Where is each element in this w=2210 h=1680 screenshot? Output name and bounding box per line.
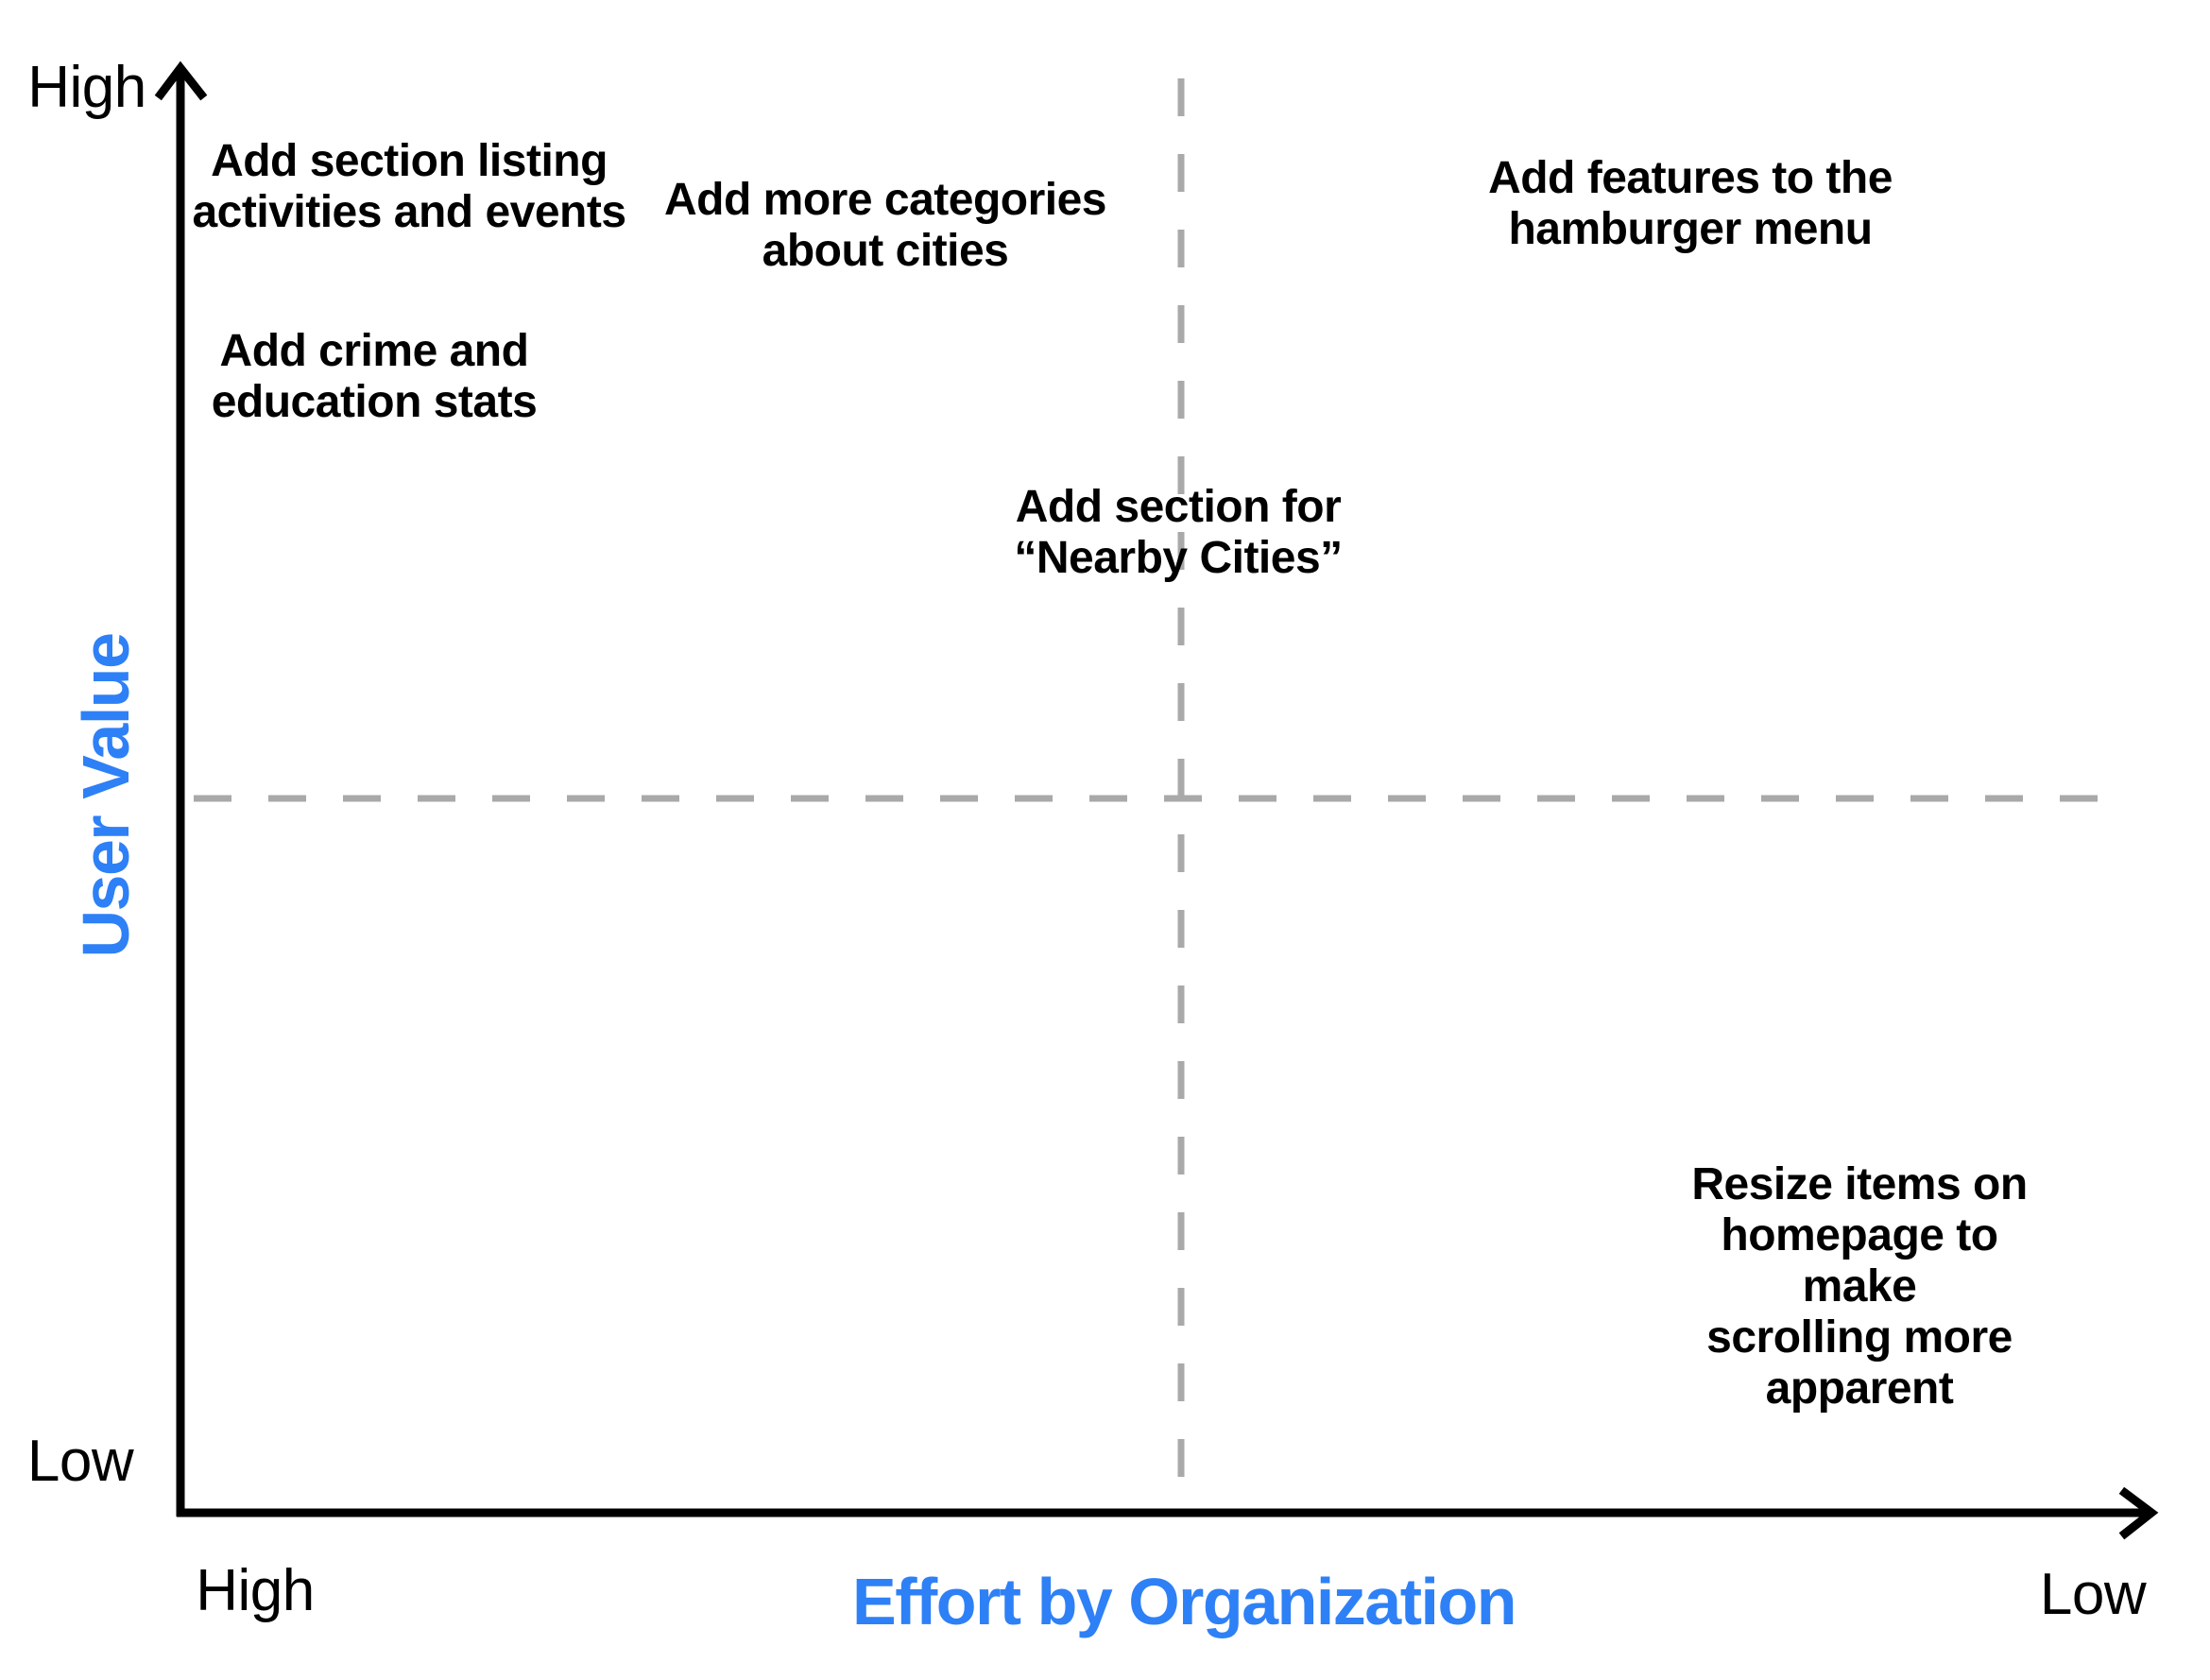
- y-axis-title: User Value: [69, 633, 143, 958]
- note-crime-education: Add crime and education stats: [211, 326, 538, 427]
- note-activities-events: Add section listing activities and event…: [192, 136, 626, 237]
- x-axis-low-label: Low: [2039, 1562, 2147, 1627]
- note-nearby-cities: Add section for “Nearby Cities”: [1014, 482, 1343, 583]
- note-more-categories: Add more categories about cities: [664, 175, 1106, 276]
- note-resize-homepage: Resize items on homepage to make scrolli…: [1691, 1159, 2028, 1414]
- x-axis-arrow-icon: [2118, 1486, 2159, 1540]
- x-axis-title: Effort by Organization: [852, 1565, 1517, 1638]
- y-axis-low-label: Low: [26, 1429, 134, 1494]
- y-axis-high-label: High: [27, 55, 146, 120]
- note-hamburger-menu: Add features to the hamburger menu: [1488, 153, 1893, 254]
- y-axis-arrow-icon: [154, 60, 208, 101]
- x-axis-high-label: High: [196, 1558, 315, 1623]
